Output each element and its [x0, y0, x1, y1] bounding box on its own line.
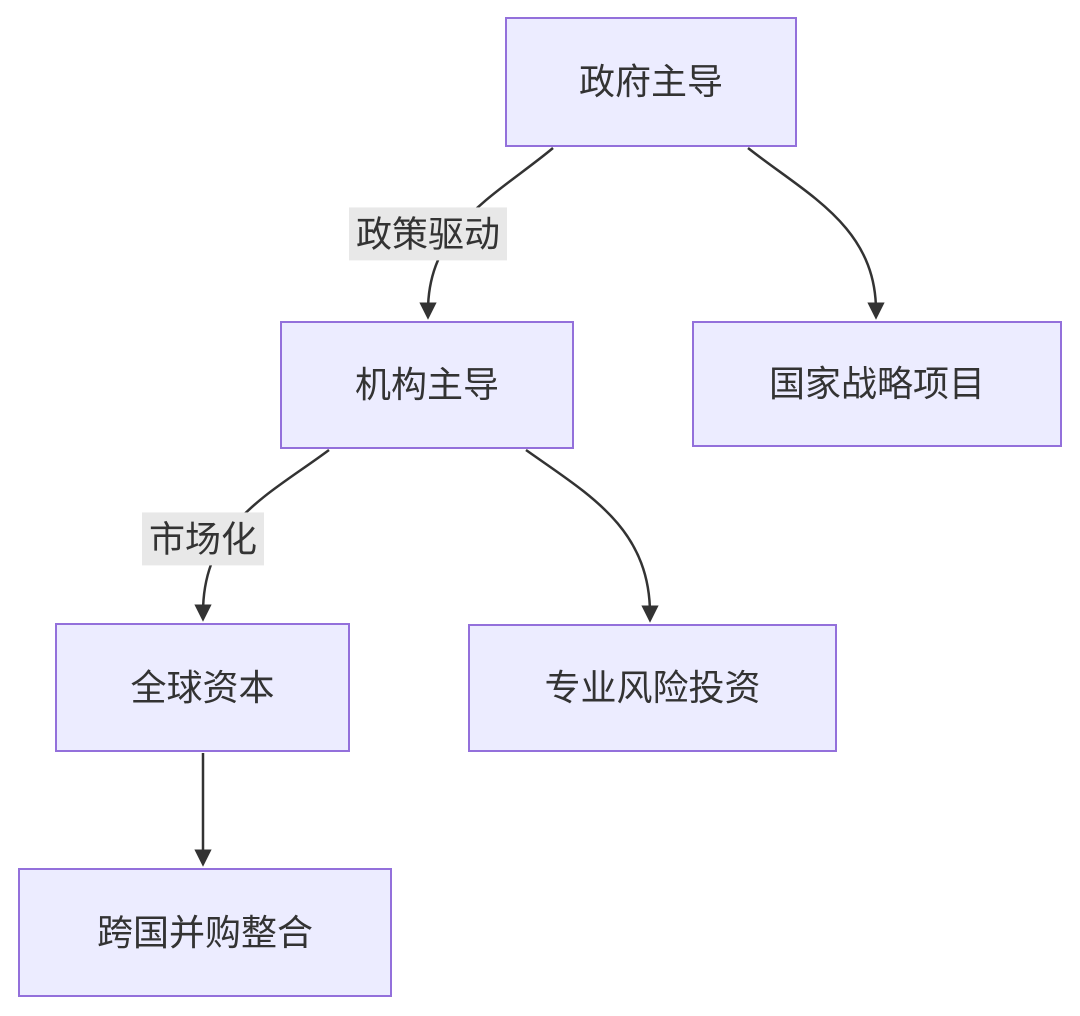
edge-label-marketization: 市场化 — [141, 512, 265, 566]
node-label: 国家战略项目 — [768, 363, 985, 405]
node-cross-border-ma-integration: 跨国并购整合 — [18, 868, 392, 997]
node-institution-led: 机构主导 — [280, 321, 574, 449]
node-government-led: 政府主导 — [505, 17, 797, 147]
node-national-strategic-projects: 国家战略项目 — [692, 321, 1062, 447]
node-label: 政府主导 — [578, 61, 723, 103]
node-professional-venture-capital: 专业风险投资 — [468, 624, 837, 752]
edge-government-to-national-projects — [747, 147, 885, 320]
node-label: 机构主导 — [354, 364, 499, 406]
edge-label-policy-driven: 政策驱动 — [348, 207, 508, 261]
node-label: 跨国并购整合 — [96, 911, 313, 953]
node-label: 专业风险投资 — [544, 667, 761, 709]
node-global-capital: 全球资本 — [55, 623, 350, 752]
node-label: 全球资本 — [130, 666, 275, 708]
edge-institution-to-venture-capital — [525, 448, 659, 623]
